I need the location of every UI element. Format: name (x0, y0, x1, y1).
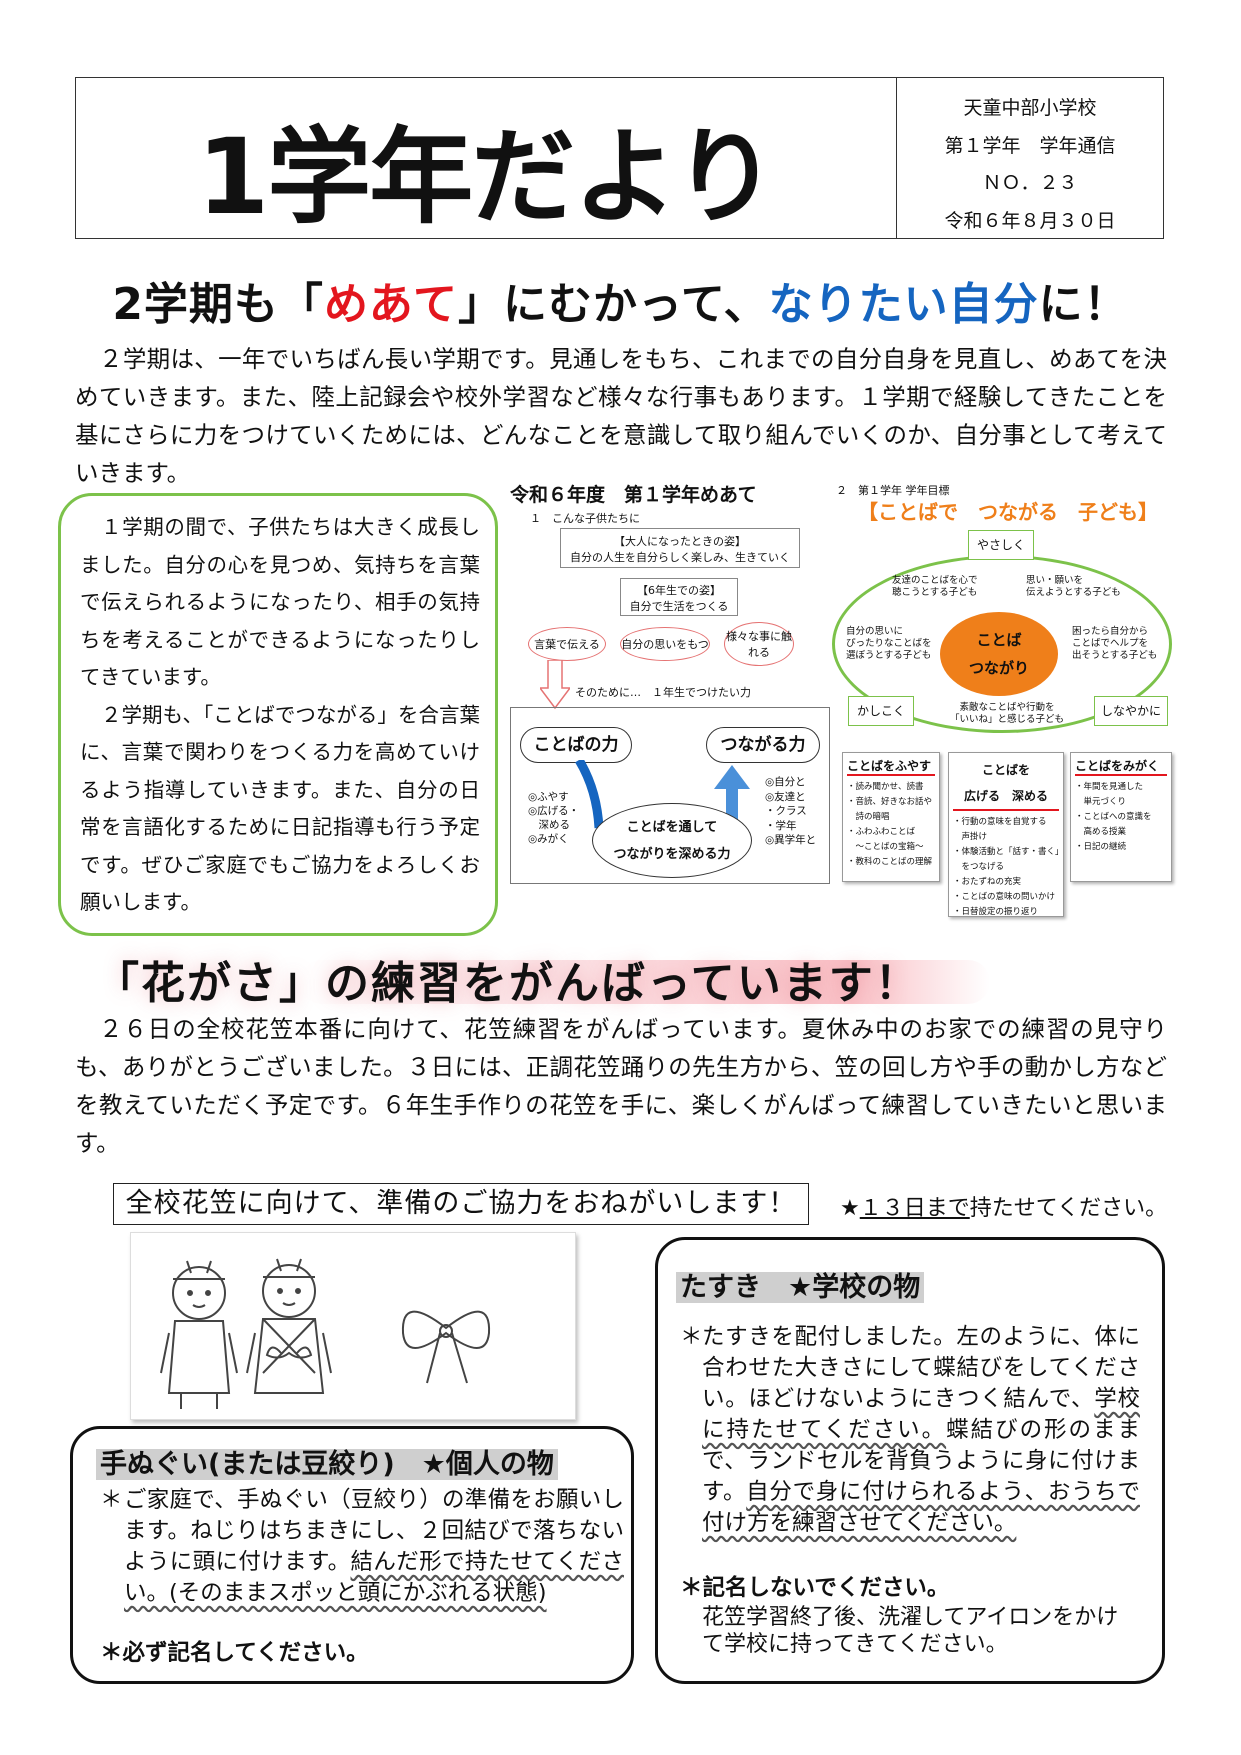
up-arrow-icon (714, 765, 750, 835)
star-icon: ★ (840, 1196, 860, 1221)
headline-part: に！ (1038, 279, 1129, 330)
tasuki-asterisk: ＊ (680, 1324, 703, 1350)
tasuki-title: たすき ★学校の物 (676, 1265, 925, 1304)
word-power-label: ことばの力 (520, 727, 632, 763)
deadline-date: １３日まで (859, 1196, 970, 1221)
tenugui-title: 手ぬぐい(または豆絞り) ★個人の物 (96, 1442, 558, 1481)
down-arrow-icon (540, 660, 570, 710)
connect-power-items: ◎自分と ◎友達と ・クラス ・学年 ◎異学年と (765, 776, 817, 846)
curve-arrow-left-icon (575, 760, 604, 829)
tenugui-text-a: ご家庭で、手ぬぐい（豆絞り）の準備をお願いします。ねじりはちまきにし、２回結びで… (124, 1487, 624, 1575)
newsletter-title: 1学年だより (196, 116, 777, 238)
title-box (75, 77, 897, 239)
increase-words-items: ・読み聞かせ、読書 ・音読、好きなお話や 詩の暗唱 ・ふわふわことば 〜ことばの… (847, 782, 933, 867)
tasuki-text-c: 蝶結びの形のままで、ランドセルを背負うように身に付けます。 (702, 1417, 1140, 1505)
tasuki-note: ＊記名しないでください。 (680, 1575, 950, 1601)
info-box (896, 77, 1164, 239)
grade-goal-title: 【ことばで つながる 子ども】 (858, 500, 1158, 524)
growth-note-para2: ２学期も、「ことばでつながる」を合言葉に、言葉で関わりをつくる力を高めていけるよ… (80, 702, 480, 915)
bubble-own-thoughts: 自分の思いをもつ (620, 627, 710, 661)
deadline-note: ★１３日まで持たせてください。 (840, 1190, 1167, 1222)
words-connection-circle: ことば つながり (940, 612, 1058, 696)
goal-text-express: 思い・願いを 伝えようとする子ども (1026, 575, 1121, 598)
goal-text-listen: 友達のことばを心で 聴こうとする子ども (892, 575, 978, 598)
section1-paragraph: ２学期は、一年でいちばん長い学期です。見通しをもち、これまでの自分自身を見直し、… (75, 345, 1167, 487)
kind-label: やさしく (968, 530, 1034, 560)
grade6-goal-text: 自分で生活をつくる (629, 600, 729, 613)
growth-note-box (58, 493, 498, 936)
deadline-rest: 持たせてください。 (969, 1196, 1168, 1221)
tenugui-asterisk: ＊ (100, 1487, 123, 1513)
issue-number: ＮＯ．２３ (982, 172, 1078, 194)
issue-date: 令和６年８月３０日 (944, 210, 1116, 232)
increase-words-column: ことばをふやす ・読み聞かせ、読書 ・音読、好きなお話や 詩の暗唱 ・ふわふわこ… (842, 752, 940, 882)
increase-words-title: ことばをふやす (847, 757, 935, 776)
notice-box (113, 1183, 809, 1225)
grade-label: 第１学年 学年通信 (944, 135, 1116, 157)
adult-goal-text: 自分の人生を自分らしく楽しみ、生きていく (570, 551, 790, 564)
headline-part: 」にむかって、 (458, 279, 769, 330)
tasuki-text: たすきを配付しました。左のように、体に合わせた大きさにして蝶結びをしてください。… (702, 1322, 1140, 1539)
word-power-items: ◎ふやす ◎広げる・ 深める ◎みがく (528, 791, 580, 845)
bubble-experience: 様々な事に触れる (724, 622, 794, 666)
tasuki-text-d: 自分で身に付けられるよう、おうちで付け方を練習させてください。 (702, 1479, 1140, 1536)
tasuki-text-a: たすきを配付しました。左のように、体に合わせた大きさにして蝶結びをしてください。… (702, 1324, 1140, 1412)
adult-goal-label: 【大人になったときの姿】 (614, 535, 746, 548)
polish-words-items: ・年間を見通した 単元づくり ・ことばへの意識を 高める授業 ・日記の継続 (1075, 782, 1152, 852)
headline-ideal-self: なりたい自分 (768, 279, 1039, 330)
headline-highlight (300, 960, 990, 1004)
grade6-goal-box: 【6年生での姿】 自分で生活をつくる (620, 578, 738, 616)
goals-sub2: ２ 第１学年 学年目標 (836, 484, 950, 497)
goals-sub1: １ こんな子供たちに (530, 512, 640, 525)
bubble-speak: 言葉で伝える (528, 627, 606, 661)
goal-text-choose-words: 自分の思いに ぴったりなことばを 選ぼうとする子ども (846, 626, 932, 661)
tasuki-text-b: 学校に持たせてください。 (702, 1386, 1140, 1443)
deepen-words-title: ことばを 広げる 深める (953, 757, 1059, 811)
tenugui-title-text: 手ぬぐい(または豆絞り) ★個人の物 (96, 1449, 558, 1480)
tasuki-note2: 花笠学習終了後、洗濯してアイロンをかけて学校に持ってきてください。 (702, 1605, 1119, 1657)
goal-text-ask-help: 困ったら自分から ことばでヘルプを 出そうとする子ども (1072, 626, 1158, 661)
deepen-words-column: ことばを 広げる 深める ・行動の意味を自覚する 声掛け ・体験活動と「話す・書… (948, 752, 1064, 917)
goal-text-appreciate: 素敵なことばや行動を 「いいね」と感じる子ども (950, 702, 1065, 725)
tasuki-title-text: たすき ★学校の物 (676, 1272, 925, 1303)
headline-goal: めあて (323, 279, 459, 330)
grade6-goal-label: 【6年生での姿】 (637, 584, 721, 597)
headline-part: 2学期も「 (112, 279, 324, 330)
deepen-words-items: ・行動の意味を自覚する 声掛け ・体験活動と「話す・書く」 をつなげる ・おたず… (953, 817, 1064, 917)
tenugui-note: ＊必ず記名してください。 (100, 1640, 369, 1666)
tenugui-text: ご家庭で、手ぬぐい（豆絞り）の準備をお願いします。ねじりはちまきにし、２回結びで… (124, 1485, 624, 1609)
power-frame (510, 707, 830, 884)
notice-text: 全校花笠に向けて、準備のご協力をおねがいします！ (125, 1188, 797, 1219)
section2-paragraph: ２６日の全校花笠本番に向けて、花笠練習をがんばっています。夏休み中のお家での練習… (75, 1015, 1167, 1157)
polish-words-column: ことばをみがく ・年間を見通した 単元づくり ・ことばへの意識を 高める授業 ・… (1070, 752, 1172, 882)
section2-headline: 「花がさ」の練習をがんばっています！ (95, 958, 921, 1009)
flexible-label: しなやかに (1094, 696, 1168, 726)
tasuki-box (655, 1237, 1165, 1684)
target-power-caption: そのために… １年生でつけたい力 (575, 686, 751, 699)
section1-headline: 2学期も「めあて」にむかって、なりたい自分に！ (0, 268, 1241, 332)
tasuki-illustration (130, 1232, 576, 1420)
wise-label: かしこく (848, 696, 914, 726)
polish-words-title: ことばをみがく (1075, 757, 1167, 776)
goals-diagram-title: 令和６年度 第１学年めあて (510, 484, 757, 506)
growth-note-text: １学期の間で、子供たちは大きく成長しました。自分の心を見つめ、気持ちを言葉で伝え… (80, 509, 480, 922)
growth-note-para1: １学期の間で、子供たちは大きく成長しました。自分の心を見つめ、気持ちを言葉で伝え… (80, 515, 480, 689)
school-name: 天童中部小学校 (963, 97, 1097, 119)
connect-power-label: つながる力 (706, 727, 820, 763)
children-wearing-tasuki-drawing (160, 1258, 491, 1409)
adult-goal-box: 【大人になったときの姿】 自分の人生を自分らしく楽しみ、生きていく (560, 528, 800, 568)
tenugui-text-b: 結んだ形で持たせてください。(そのままスポッと頭にかぶれる状態) (124, 1549, 624, 1606)
center-power-oval: ことばを通して つながりを深める力 (592, 803, 752, 878)
